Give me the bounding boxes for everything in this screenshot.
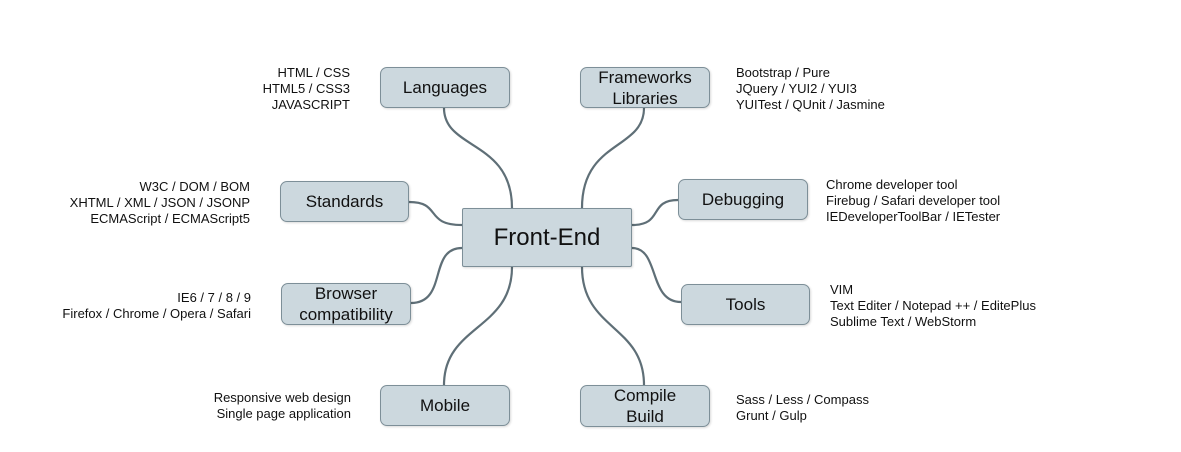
notes-languages: HTML / CSS HTML5 / CSS3 JAVASCRIPT (263, 65, 350, 113)
note-line: Bootstrap / Pure (736, 65, 830, 80)
node-browser-label-line2: compatibility (299, 305, 393, 324)
node-mobile: Mobile (380, 385, 510, 426)
notes-tools: VIM Text Editer / Notepad ++ / EditePlus… (830, 282, 1036, 330)
note-line: ECMAScript / ECMAScript5 (90, 211, 250, 226)
note-line: VIM (830, 282, 854, 297)
note-line: Text Editer / Notepad ++ / EditePlus (830, 298, 1036, 313)
connector-tools (630, 246, 683, 304)
node-browser-compatibility: Browser compatibility (281, 283, 411, 325)
note-line: Single page application (216, 406, 351, 421)
note-line: Grunt / Gulp (736, 408, 807, 423)
node-frameworks-label-line2: Libraries (612, 88, 678, 108)
notes-frameworks: Bootstrap / Pure JQuery / YUI2 / YUI3 YU… (736, 65, 885, 113)
node-debugging: Debugging (678, 179, 808, 220)
note-line: JAVASCRIPT (271, 97, 350, 112)
note-line: Sass / Less / Compass (736, 392, 869, 407)
note-line: YUITest / QUnit / Jasmine (736, 97, 885, 112)
connector-debugging (630, 198, 680, 227)
node-languages: Languages (380, 67, 510, 108)
notes-browser: IE6 / 7 / 8 / 9 Firefox / Chrome / Opera… (62, 290, 251, 322)
node-compile-label-line2: Build (626, 407, 664, 426)
node-standards: Standards (280, 181, 409, 222)
notes-standards: W3C / DOM / BOM XHTML / XML / JSON / JSO… (70, 179, 250, 227)
node-browser-label-line1: Browser (314, 284, 378, 303)
node-mobile-label: Mobile (419, 396, 471, 415)
note-line: Firefox / Chrome / Opera / Safari (62, 306, 251, 321)
note-line: Chrome developer tool (826, 177, 958, 192)
connector-standards (407, 200, 464, 227)
connector-browser (409, 246, 464, 305)
note-line: W3C / DOM / BOM (139, 179, 251, 194)
note-line: Firebug / Safari developer tool (826, 193, 1001, 208)
connector-frameworks (580, 106, 646, 210)
note-line: Responsive web design (213, 390, 351, 405)
note-line: JQuery / YUI2 / YUI3 (736, 81, 857, 96)
node-standards-label: Standards (305, 192, 384, 211)
connector-languages (442, 106, 514, 210)
node-compile-label-line1: Compile (613, 386, 677, 405)
connector-compile (580, 265, 646, 387)
notes-compile: Sass / Less / Compass Grunt / Gulp (736, 392, 869, 424)
note-line: IE6 / 7 / 8 / 9 (177, 290, 251, 305)
node-frameworks-label-line1: Frameworks (598, 67, 692, 87)
note-line: IEDeveloperToolBar / IETester (826, 209, 1001, 224)
notes-debugging: Chrome developer tool Firebug / Safari d… (826, 177, 1000, 225)
note-line: XHTML / XML / JSON / JSONP (69, 195, 250, 210)
center-node-front-end: Front-End (462, 208, 632, 267)
node-tools-label: Tools (725, 295, 766, 314)
note-line: HTML5 / CSS3 (262, 81, 350, 96)
node-frameworks-libraries: Frameworks Libraries (580, 67, 710, 108)
center-label: Front-End (493, 223, 601, 251)
notes-mobile: Responsive web design Single page applic… (214, 390, 351, 422)
node-compile-build: Compile Build (580, 385, 710, 427)
note-line: HTML / CSS (277, 65, 350, 80)
node-tools: Tools (681, 284, 810, 325)
node-debugging-label: Debugging (701, 190, 785, 209)
node-languages-label: Languages (402, 78, 488, 97)
note-line: Sublime Text / WebStorm (830, 314, 977, 329)
connector-mobile (442, 265, 514, 387)
